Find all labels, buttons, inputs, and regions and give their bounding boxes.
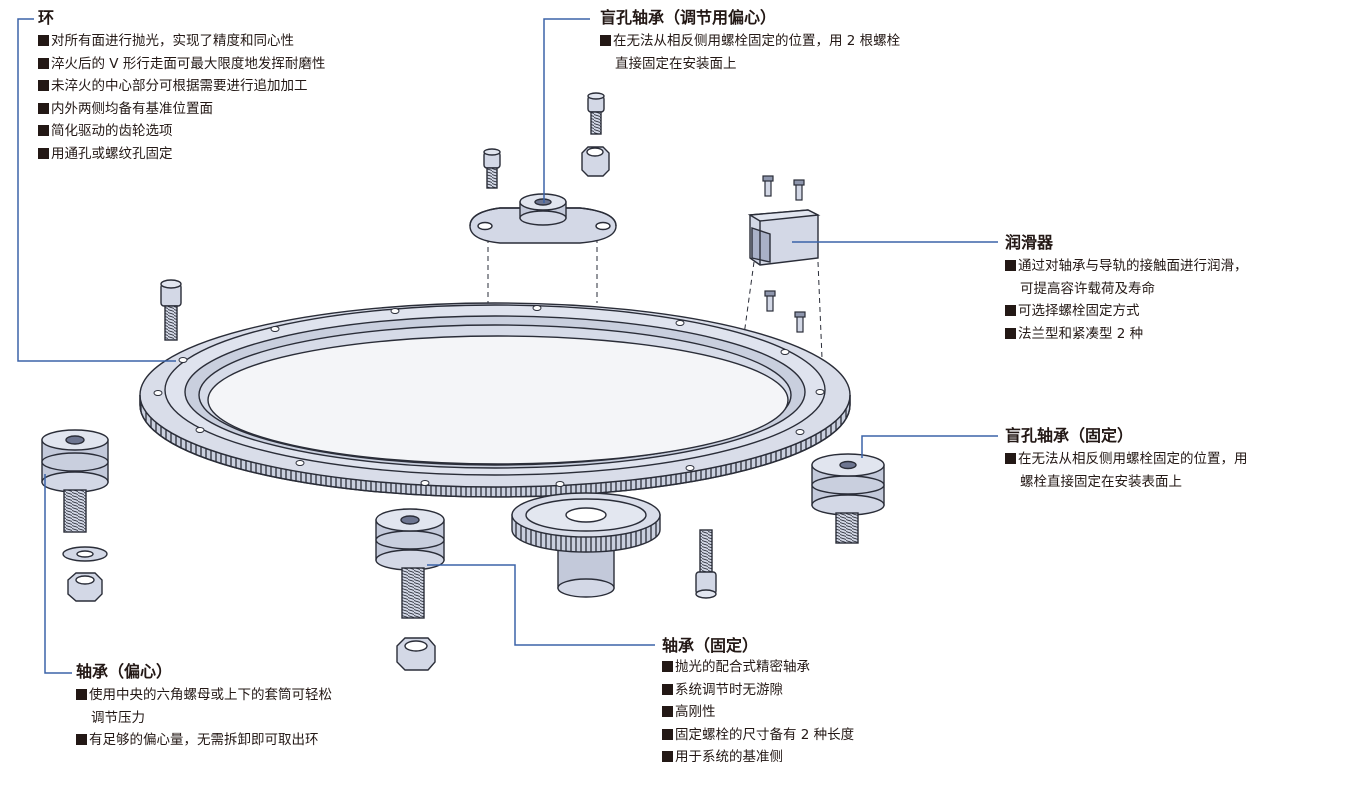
callout-bearing-eccentric: 轴承（偏心） 使用中央的六角螺母或上下的套筒可轻松 调节压力 有足够的偏心量，无… <box>76 662 332 752</box>
drive-gear-part <box>511 492 661 598</box>
blind-fixed-bearing-part <box>811 453 885 544</box>
eccentric-bearing-part <box>41 429 109 533</box>
bearing-fixed-title: 轴承（固定） <box>662 636 759 655</box>
ring-item: 对所有面进行抛光，实现了精度和同心性 <box>38 30 325 53</box>
ring-item: 未淬火的中心部分可根据需要进行追加加工 <box>38 75 325 98</box>
callout-blind-fixed: 盲孔轴承（固定） 在无法从相反侧用螺栓固定的位置，用 螺栓直接固定在安装表面上 <box>1005 426 1248 493</box>
ring-mounting-holes <box>153 305 825 487</box>
callout-blind-eccentric: 盲孔轴承（调节用偏心） 在无法从相反侧用螺栓固定的位置，用 2 根螺栓 直接固定… <box>600 8 900 75</box>
callout-lubricator: 润滑器 通过对轴承与导轨的接触面进行润滑， 可提高容许载荷及寿命 可选择螺栓固定… <box>1005 233 1248 345</box>
leader-bearing-fixed <box>427 564 655 646</box>
callout-ring: 环 对所有面进行抛光，实现了精度和同心性 淬火后的 V 形行走面可最大限度地发挥… <box>38 8 325 165</box>
ring-part <box>139 302 851 498</box>
bearing-fixed-item: 固定螺栓的尺寸备有 2 种长度 <box>662 724 854 747</box>
bearing-fixed-item: 高刚性 <box>662 701 854 724</box>
lubricator-screws <box>762 175 806 333</box>
lubricator-item: 可选择螺栓固定方式 <box>1005 300 1248 323</box>
bearing-fixed-item: 用于系统的基准侧 <box>662 746 854 769</box>
blind-eccentric-item-cont: 直接固定在安装面上 <box>615 55 737 72</box>
callout-bearing-fixed: 轴承（固定） 抛光的配合式精密轴承 系统调节时无游隙 高刚性 固定螺栓的尺寸备有… <box>662 636 854 769</box>
ring-item: 用通孔或螺纹孔固定 <box>38 143 325 166</box>
bearing-fixed-item: 抛光的配合式精密轴承 <box>662 656 854 679</box>
bearing-eccentric-title: 轴承（偏心） <box>76 662 173 681</box>
blind-eccentric-bearing-part <box>469 193 617 244</box>
small-bolt-a <box>483 148 501 189</box>
gear-bolt <box>695 529 717 599</box>
washer <box>62 546 108 562</box>
hex-nut-top <box>581 146 610 177</box>
bearing-eccentric-item: 使用中央的六角螺母或上下的套筒可轻松 <box>76 684 332 707</box>
ring-item: 简化驱动的齿轮选项 <box>38 120 325 143</box>
ring-title: 环 <box>38 8 55 27</box>
blind-fixed-item: 在无法从相反侧用螺栓固定的位置，用 <box>1005 448 1248 471</box>
bearing-fixed-item: 系统调节时无游隙 <box>662 679 854 702</box>
hex-nut-left <box>67 572 103 602</box>
lubricator-part <box>747 209 821 266</box>
bearing-eccentric-item: 有足够的偏心量，无需拆卸即可取出环 <box>76 729 332 752</box>
small-bolt-b <box>587 92 605 135</box>
leader-blind-fixed <box>861 435 998 458</box>
ring-item: 内外两侧均备有基准位置面 <box>38 98 325 121</box>
lubricator-item: 法兰型和紧凑型 2 种 <box>1005 323 1248 346</box>
ring-item: 淬火后的 V 形行走面可最大限度地发挥耐磨性 <box>38 53 325 76</box>
leader-bearing-eccentric <box>44 474 72 674</box>
leader-ring <box>17 18 176 362</box>
lubricator-title: 润滑器 <box>1005 233 1054 252</box>
fixed-bearing-part <box>375 508 445 619</box>
lubricator-item: 通过对轴承与导轨的接触面进行润滑， <box>1005 255 1248 278</box>
alignment-dashed-lines <box>487 238 823 359</box>
ring-center <box>207 335 789 465</box>
blind-fixed-item-cont: 螺栓直接固定在安装表面上 <box>1020 473 1182 490</box>
blind-fixed-title: 盲孔轴承（固定） <box>1005 426 1134 445</box>
blind-eccentric-item: 在无法从相反侧用螺栓固定的位置，用 2 根螺栓 <box>600 30 900 53</box>
blind-eccentric-title: 盲孔轴承（调节用偏心） <box>600 8 777 27</box>
leader-blind-eccentric <box>543 18 590 203</box>
leader-lines <box>17 18 998 674</box>
ring-bolt <box>160 279 182 341</box>
bearing-eccentric-item-cont: 调节压力 <box>91 709 145 726</box>
lubricator-item-cont: 可提高容许载荷及寿命 <box>1020 280 1155 297</box>
hex-nut-bottom <box>396 637 436 671</box>
